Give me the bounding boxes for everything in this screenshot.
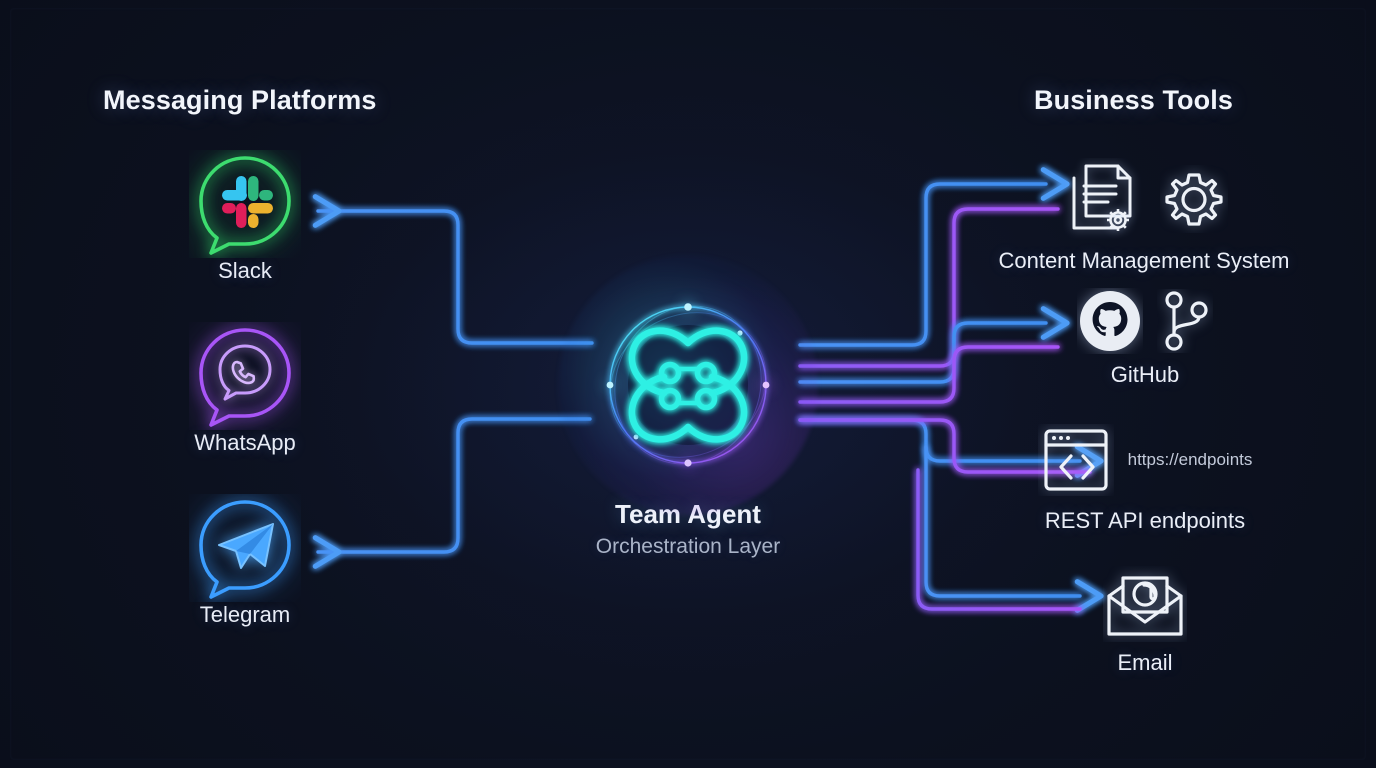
envelope-at-icon	[1107, 576, 1183, 636]
whatsapp-bubble-icon	[189, 322, 301, 430]
git-branch-icon	[1165, 291, 1208, 351]
node-whatsapp[interactable]: WhatsApp	[189, 322, 301, 456]
node-slack[interactable]: Slack	[189, 150, 301, 284]
agent-title: Team Agent	[615, 499, 761, 530]
node-label-whatsapp: WhatsApp	[194, 430, 296, 455]
wire-github-out	[798, 306, 1070, 384]
node-team-agent[interactable]: Team Agent Orchestration Layer	[558, 255, 818, 559]
wire-github-return	[798, 345, 1060, 404]
node-telegram[interactable]: Telegram	[189, 494, 301, 628]
github-octocat-icon	[1080, 291, 1140, 351]
node-label-email: Email	[1117, 650, 1173, 675]
business-tools-heading: Business Tools	[1034, 85, 1233, 115]
github-icon-row	[1077, 288, 1213, 354]
rest-endpoint-url: https://endpoints	[1127, 450, 1253, 469]
cms-icon-row	[1060, 158, 1228, 240]
slack-bubble-icon	[189, 150, 301, 258]
node-content-management-system[interactable]: Content Management System	[988, 158, 1300, 274]
agent-subtitle: Orchestration Layer	[595, 535, 781, 558]
node-label-cms: Content Management System	[998, 248, 1290, 273]
documents-gear-icon	[1072, 164, 1132, 231]
wire-slack	[312, 194, 594, 345]
email-icon-row	[1103, 566, 1187, 642]
node-rest-api-endpoints[interactable]: https://endpoints REST API endpoints	[1042, 424, 1252, 534]
node-label-slack: Slack	[218, 258, 272, 283]
rest-icon-row: https://endpoints	[1038, 424, 1253, 496]
code-window-icon	[1044, 429, 1108, 491]
telegram-bubble-icon	[189, 494, 301, 602]
atom-orbital-icon	[558, 255, 818, 515]
node-label-rest-api: REST API endpoints	[1044, 508, 1246, 533]
node-label-github: GitHub	[1110, 362, 1180, 387]
gear-icon	[1165, 173, 1223, 226]
node-label-telegram: Telegram	[199, 602, 291, 627]
messaging-platforms-heading: Messaging Platforms	[103, 85, 377, 115]
wire-telegram	[312, 417, 592, 569]
node-github[interactable]: GitHub	[1060, 288, 1230, 388]
node-email[interactable]: Email	[1085, 566, 1205, 676]
